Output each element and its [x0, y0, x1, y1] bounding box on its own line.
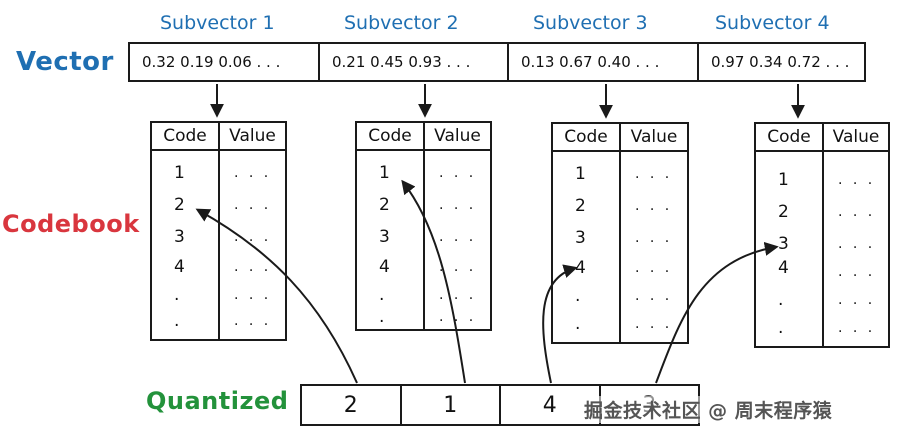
- code-header: Code: [553, 124, 621, 150]
- value-cell: . . .: [234, 229, 272, 245]
- value-header: Value: [832, 127, 880, 147]
- value-cell: . . .: [838, 320, 876, 336]
- value-cell: . . .: [635, 166, 673, 182]
- code-cell: .: [174, 311, 180, 331]
- value-cell: . . .: [439, 309, 477, 325]
- subvector-3-title: Subvector 3: [533, 12, 648, 34]
- value-column: . . . . . . . . . . . . . . . . . .: [621, 152, 687, 342]
- value-cell: . . .: [439, 165, 477, 181]
- code-cell: 1: [174, 163, 185, 183]
- value-cell: . . .: [635, 230, 673, 246]
- codebook-body: 1 2 3 4 . . . . . . . . . . . . . . . . …: [152, 151, 285, 339]
- vector-label: Vector: [16, 47, 114, 77]
- code-column: 1 2 3 4 . .: [152, 151, 220, 339]
- code-cell: 2: [575, 196, 586, 216]
- codebook-table-1: Code Value 1 2 3 4 . . . . . . . . . . .…: [150, 121, 287, 341]
- code-cell: .: [778, 318, 784, 338]
- codebook-table-2: Code Value 1 2 3 4 . . . . . . . . . . .…: [355, 121, 492, 331]
- value-cell: . . .: [234, 259, 272, 275]
- code-cell: 4: [778, 258, 789, 278]
- vector-segment-4: 0.97 0.34 0.72 . . .: [711, 53, 850, 71]
- codebook-header: Code Value: [756, 124, 888, 152]
- value-cell: . . .: [838, 264, 876, 280]
- value-cell: . . .: [234, 165, 272, 181]
- code-cell: 2: [379, 195, 390, 215]
- code-cell: 4: [174, 257, 185, 277]
- codebook-table-3: Code Value 1 2 3 4 . . . . . . . . . . .…: [551, 122, 689, 344]
- value-cell: . . .: [838, 292, 876, 308]
- subvector-4-title: Subvector 4: [715, 12, 830, 34]
- watermark: 掘金技术社区 @ 周末程序猿: [584, 396, 833, 423]
- code-column: 1 2 3 4 . .: [553, 152, 621, 342]
- value-cell: . . .: [635, 198, 673, 214]
- code-header: Code: [357, 123, 425, 149]
- vector-bar: 0.32 0.19 0.06 . . . 0.21 0.45 0.93 . . …: [128, 42, 866, 82]
- codebook-label: Codebook: [2, 210, 140, 238]
- code-cell: 1: [379, 163, 390, 183]
- value-cell: . . .: [838, 204, 876, 220]
- value-cell: . . .: [635, 288, 673, 304]
- quantized-code-1: 2: [302, 386, 402, 424]
- quantized-label: Quantized: [146, 387, 289, 415]
- value-column: . . . . . . . . . . . . . . . . . .: [425, 151, 490, 329]
- code-header: Code: [756, 124, 824, 150]
- value-cell: . . .: [439, 259, 477, 275]
- code-cell: 3: [174, 227, 185, 247]
- code-cell: 3: [379, 227, 390, 247]
- value-cell: . . .: [838, 236, 876, 252]
- code-column: 1 2 3 4 . .: [756, 152, 824, 346]
- codebook-header: Code Value: [152, 123, 285, 151]
- code-cell: 4: [379, 257, 390, 277]
- value-cell: . . .: [234, 197, 272, 213]
- code-cell: 2: [778, 202, 789, 222]
- value-cell: . . .: [234, 287, 272, 303]
- codebook-body: 1 2 3 4 . . . . . . . . . . . . . . . . …: [756, 152, 888, 346]
- value-header: Value: [434, 126, 481, 146]
- value-header: Value: [229, 126, 276, 146]
- code-cell: .: [379, 285, 385, 305]
- vector-segment-2: 0.21 0.45 0.93 . . .: [320, 44, 509, 80]
- code-cell: 1: [778, 170, 789, 190]
- codebook-body: 1 2 3 4 . . . . . . . . . . . . . . . . …: [357, 151, 490, 329]
- subvector-2-title: Subvector 2: [344, 12, 459, 34]
- code-cell: .: [778, 290, 784, 310]
- value-column: . . . . . . . . . . . . . . . . . .: [824, 152, 888, 346]
- codebook-header: Code Value: [357, 123, 490, 151]
- code-column: 1 2 3 4 . .: [357, 151, 425, 329]
- code-cell: 1: [575, 164, 586, 184]
- subvector-1-title: Subvector 1: [160, 12, 275, 34]
- value-cell: . . .: [234, 313, 272, 329]
- quantized-code-2: 1: [402, 386, 501, 424]
- vector-segment-3: 0.13 0.67 0.40 . . .: [509, 44, 699, 80]
- code-header: Code: [152, 123, 220, 149]
- codebook-body: 1 2 3 4 . . . . . . . . . . . . . . . . …: [553, 152, 687, 342]
- code-cell: .: [379, 307, 385, 327]
- vector-segment-1: 0.32 0.19 0.06 . . .: [130, 44, 320, 80]
- code-cell: 4: [575, 258, 586, 278]
- code-cell: .: [174, 285, 180, 305]
- code-cell: 3: [575, 228, 586, 248]
- value-cell: . . .: [439, 229, 477, 245]
- value-cell: . . .: [439, 287, 477, 303]
- code-cell: 3: [778, 234, 789, 254]
- codebook-table-4: Code Value 1 2 3 4 . . . . . . . . . . .…: [754, 122, 890, 348]
- code-cell: .: [575, 286, 581, 306]
- value-cell: . . .: [838, 172, 876, 188]
- code-cell: 2: [174, 195, 185, 215]
- code-cell: .: [575, 314, 581, 334]
- value-header: Value: [630, 127, 678, 147]
- value-cell: . . .: [635, 316, 673, 332]
- codebook-header: Code Value: [553, 124, 687, 152]
- value-cell: . . .: [635, 260, 673, 276]
- value-cell: . . .: [439, 197, 477, 213]
- value-column: . . . . . . . . . . . . . . . . . .: [220, 151, 285, 339]
